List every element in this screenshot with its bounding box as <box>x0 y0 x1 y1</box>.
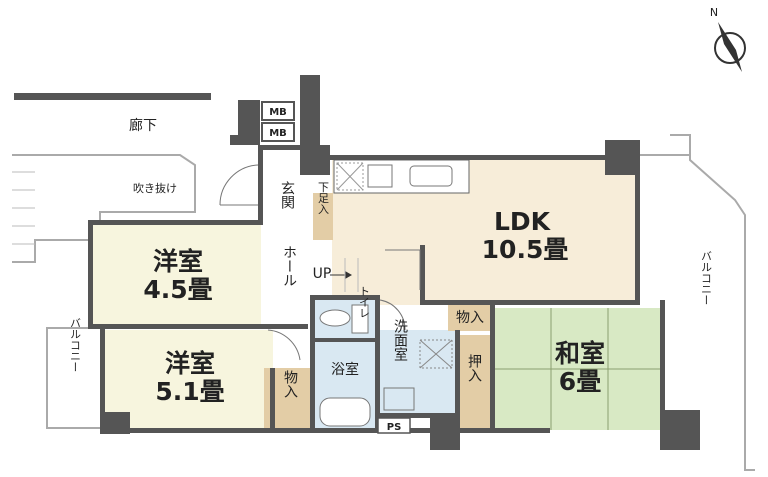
bath-label: 浴室 <box>331 361 359 378</box>
storage-west-label: 物入 <box>282 370 298 398</box>
corridor-wall <box>14 93 211 100</box>
hall-label: ホール <box>281 245 297 287</box>
ps-label: PS <box>387 422 402 433</box>
atrium-outline <box>12 154 196 263</box>
right-balcony-outline <box>670 134 755 471</box>
western2-size: 5.1畳 <box>155 377 224 406</box>
western-room-2 <box>103 330 273 430</box>
western-room-1 <box>93 222 261 324</box>
storage-ldk <box>448 305 494 331</box>
shoe-closet-label: 下足入 <box>317 182 330 215</box>
shoe-closet <box>313 193 333 240</box>
toilet-fixture <box>319 309 351 327</box>
compass-n: N <box>710 6 718 19</box>
western1-size: 4.5畳 <box>143 275 212 304</box>
wash-basin <box>383 387 415 411</box>
japanese-size: 6畳 <box>559 367 601 396</box>
corridor-label: 廊下 <box>129 117 157 134</box>
ldk-extension <box>420 245 490 305</box>
washroom <box>378 330 458 414</box>
bathtub <box>319 397 371 427</box>
fridge-x2 <box>336 162 364 191</box>
compass-icon: N <box>710 6 746 72</box>
mb-box-1 <box>261 101 295 121</box>
stove <box>367 164 393 188</box>
atrium-stairs <box>12 171 35 245</box>
toilet-label: トイレ <box>358 286 371 319</box>
washer-space <box>419 339 453 369</box>
left-balcony-label: バルコニー <box>69 318 82 373</box>
fridge-space <box>336 162 364 191</box>
storage-ldk-label: 物入 <box>456 310 484 326</box>
washroom-label: 洗面室 <box>392 319 408 361</box>
walls <box>88 75 700 450</box>
washer-x2 <box>419 339 453 369</box>
up-label: UP <box>313 266 332 282</box>
left-balcony <box>46 327 103 429</box>
mb-label-2: MB <box>269 128 287 139</box>
ldk-size: 10.5畳 <box>482 235 569 264</box>
right-balcony-label: バルコニー <box>700 251 713 306</box>
mb-box-2 <box>261 122 295 142</box>
ldk-name: LDK <box>494 207 552 236</box>
mb-label-1: MB <box>269 107 287 118</box>
western1-name: 洋室 <box>153 247 203 276</box>
sink <box>409 165 453 187</box>
toilet-tank <box>351 304 369 334</box>
entrance-label: 玄関 <box>279 180 295 210</box>
door-swings <box>219 164 421 361</box>
western2-name: 洋室 <box>165 349 215 378</box>
kitchen-counter <box>333 159 470 194</box>
up-arrow-head <box>345 271 352 279</box>
tatami-lines <box>494 308 664 430</box>
ps-box <box>377 417 411 434</box>
closet-label: 押入 <box>466 354 482 382</box>
atrium-label: 吹き抜け <box>133 181 177 195</box>
japanese-name: 和室 <box>555 339 605 368</box>
closet <box>458 335 494 430</box>
